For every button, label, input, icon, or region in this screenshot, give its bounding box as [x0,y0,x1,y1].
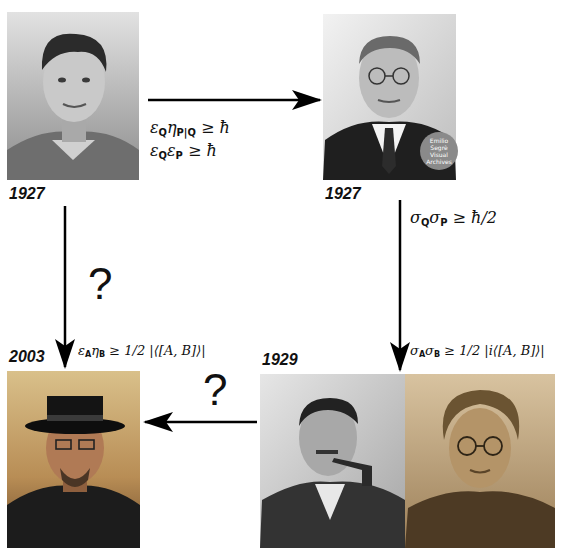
formula-part: ? [88,259,112,308]
arrow-connector [399,200,402,370]
formula-part: ≥ ħ [183,141,217,160]
subscript: Q [421,217,429,228]
year-label: 1927 [325,186,361,202]
portrait [7,12,139,180]
question-mark: ? [88,262,128,306]
arrow-connector [64,206,67,367]
arrow-connector [148,99,320,102]
arrow-connector [145,421,257,424]
formula-part: ≥ ħ [196,118,230,137]
question-mark: ? [203,368,243,412]
portrait-box: 1927 [7,12,139,180]
subscript: A [85,350,91,359]
subscript: A [419,350,425,359]
year-label: 1929 [262,352,298,368]
subscript: P [176,150,183,161]
relation-formula: εQηP|Q ≥ ħ εQεP ≥ ħ [150,116,258,162]
formula-part: ≥ ħ/2 [448,208,497,227]
formula-part: ≥ 1/2 |i⟨[A, B]⟩| [440,343,545,358]
watermark-seal [420,132,458,170]
relation-formula: εAηB ≥ 1/2 |⟨[A, B]⟩| [78,342,206,361]
year-label: 2003 [9,349,45,365]
formula-part: η [167,118,177,137]
formula-part: ε [167,141,176,160]
subscript: B [99,350,105,359]
formula-part: ? [203,365,227,414]
formula-part: ≥ 1/2 |⟨[A, B]⟩| [105,343,205,358]
formula-part: ε [150,141,159,160]
portrait-box: 2003 [7,371,140,548]
formula-part: σ [410,208,421,227]
subscript: P|Q [177,127,196,138]
portrait-box: 1929 [260,374,555,548]
subscript: B [434,350,440,359]
portrait [405,374,555,548]
subscript: Q [159,150,167,161]
portrait [7,371,140,548]
formula-part: η [91,343,99,358]
formula-part: ε [78,343,85,358]
formula-part: σ [429,208,440,227]
subscript: P [440,217,447,228]
portrait [323,14,458,180]
subscript: Q [159,127,167,138]
portrait [260,374,405,548]
relation-formula: σAσB ≥ 1/2 |i⟨[A, B]⟩| [410,342,545,361]
relation-formula: σQσP ≥ ħ/2 [410,206,530,229]
year-label: 1927 [9,186,45,202]
watermark: Emilio Segrè Visual Archives [422,138,456,166]
formula-part: ε [150,118,159,137]
formula-part: σ [425,343,434,358]
formula-part: σ [410,343,419,358]
